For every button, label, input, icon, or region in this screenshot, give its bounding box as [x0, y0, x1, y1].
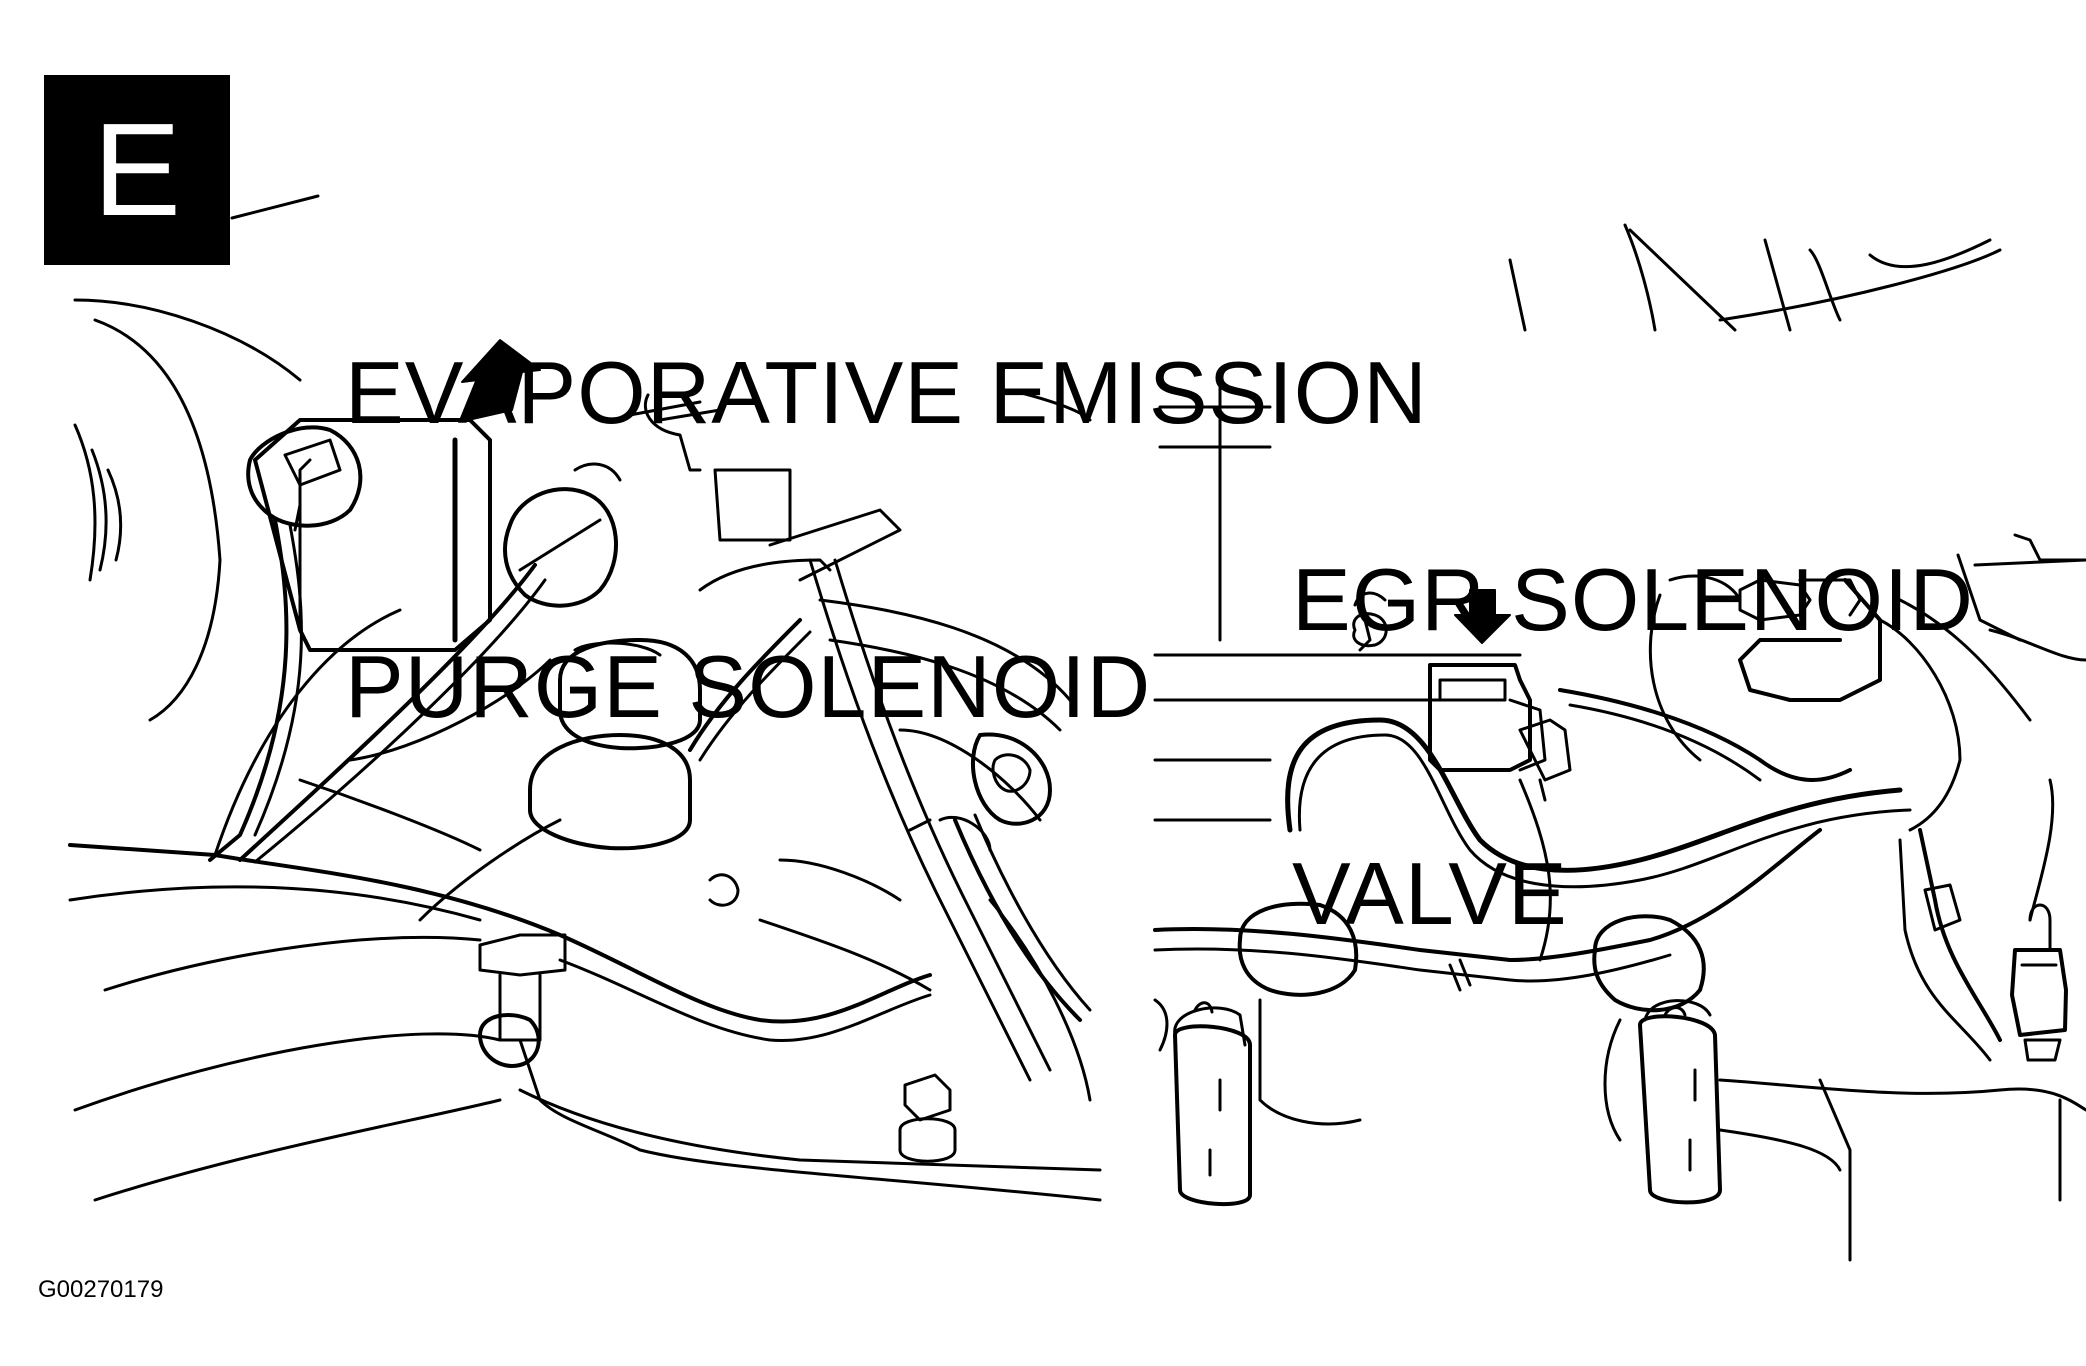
purge-solenoid-arrow [461, 339, 541, 421]
egr-label-line-1: EGR SOLENOID [1292, 550, 1974, 649]
badge-leader-line [230, 194, 320, 220]
figure-id: G00270179 [38, 1276, 164, 1303]
egr-solenoid-arrow [1454, 589, 1511, 644]
evap-label-line-1: EVAPORATIVE EMISSION [345, 343, 1428, 442]
egr-label-line-2: VALVE [1292, 844, 1568, 943]
right-panel-engine-bay [1153, 223, 2086, 1262]
left-panel-engine-bay [68, 194, 1102, 1202]
evap-purge-solenoid-label: EVAPORATIVE EMISSION PURGE SOLENOID [345, 148, 1428, 834]
egr-solenoid-valve-label: EGR SOLENOID VALVE [1292, 355, 1974, 1041]
section-letter-badge: E [44, 75, 230, 265]
evap-label-line-2: PURGE SOLENOID [345, 637, 1152, 736]
